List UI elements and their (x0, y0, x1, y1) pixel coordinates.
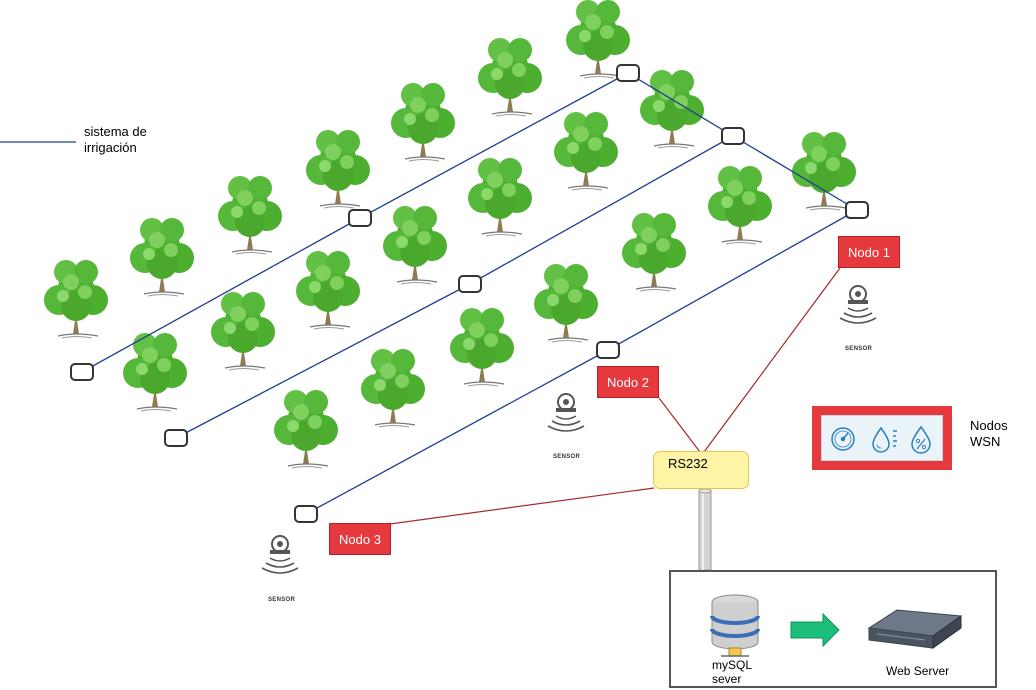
wsn-node-icons (812, 406, 952, 470)
valve (70, 363, 94, 381)
valve (845, 201, 869, 219)
sensor-icon (839, 285, 877, 324)
tree (43, 259, 109, 339)
tree (382, 205, 448, 285)
tree (129, 217, 195, 297)
database-icon (710, 594, 760, 657)
tree (210, 291, 276, 371)
tree (390, 82, 456, 162)
sensor-label: SENSOR (553, 454, 581, 460)
valve (348, 209, 372, 227)
web-server-icon (867, 609, 963, 649)
wsn-icon-panel (821, 415, 943, 461)
tree (477, 37, 543, 117)
tree (533, 263, 599, 343)
valve (721, 127, 745, 145)
mysql-label: mySQL sever (712, 658, 752, 686)
sensor-icon (261, 535, 299, 574)
wsn-label: Nodos WSN (970, 418, 1008, 449)
tree (621, 212, 687, 292)
legend-label: sistema de irrigación (84, 124, 147, 155)
tree (467, 157, 533, 237)
valve (294, 505, 318, 523)
node-label-3: Nodo 3 (329, 523, 391, 555)
web-server-label: Web Server (886, 664, 950, 678)
tree (553, 111, 619, 191)
rs232-label: RS232 (668, 456, 708, 471)
tree (449, 307, 515, 387)
humidity-icon (911, 425, 931, 454)
water-level-icon (872, 426, 897, 453)
sensor-label: SENSOR (845, 346, 873, 352)
tree (360, 348, 426, 428)
server-box (669, 570, 997, 688)
pressure-gauge-icon (831, 427, 855, 451)
rs232-gateway: RS232 (653, 451, 749, 489)
valve (458, 275, 482, 293)
tree (639, 69, 705, 149)
valves (70, 64, 869, 523)
gateway-pipe (698, 488, 712, 571)
tree (217, 175, 283, 255)
node-label-1: Nodo 1 (838, 236, 900, 268)
valve (596, 341, 620, 359)
tree (707, 165, 773, 245)
tree (273, 389, 339, 469)
sensor-icon (547, 393, 585, 432)
node-links (389, 267, 841, 525)
tree (791, 131, 857, 211)
server-graphics (710, 594, 963, 657)
wsn-icons (831, 425, 931, 454)
valve (616, 64, 640, 82)
tree (295, 250, 361, 330)
sensor-label: SENSOR (268, 597, 296, 603)
arrow-icon (790, 612, 840, 648)
valve (164, 429, 188, 447)
node-label-2: Nodo 2 (597, 366, 659, 398)
tree (305, 129, 371, 209)
irrigation-lines (81, 72, 858, 515)
